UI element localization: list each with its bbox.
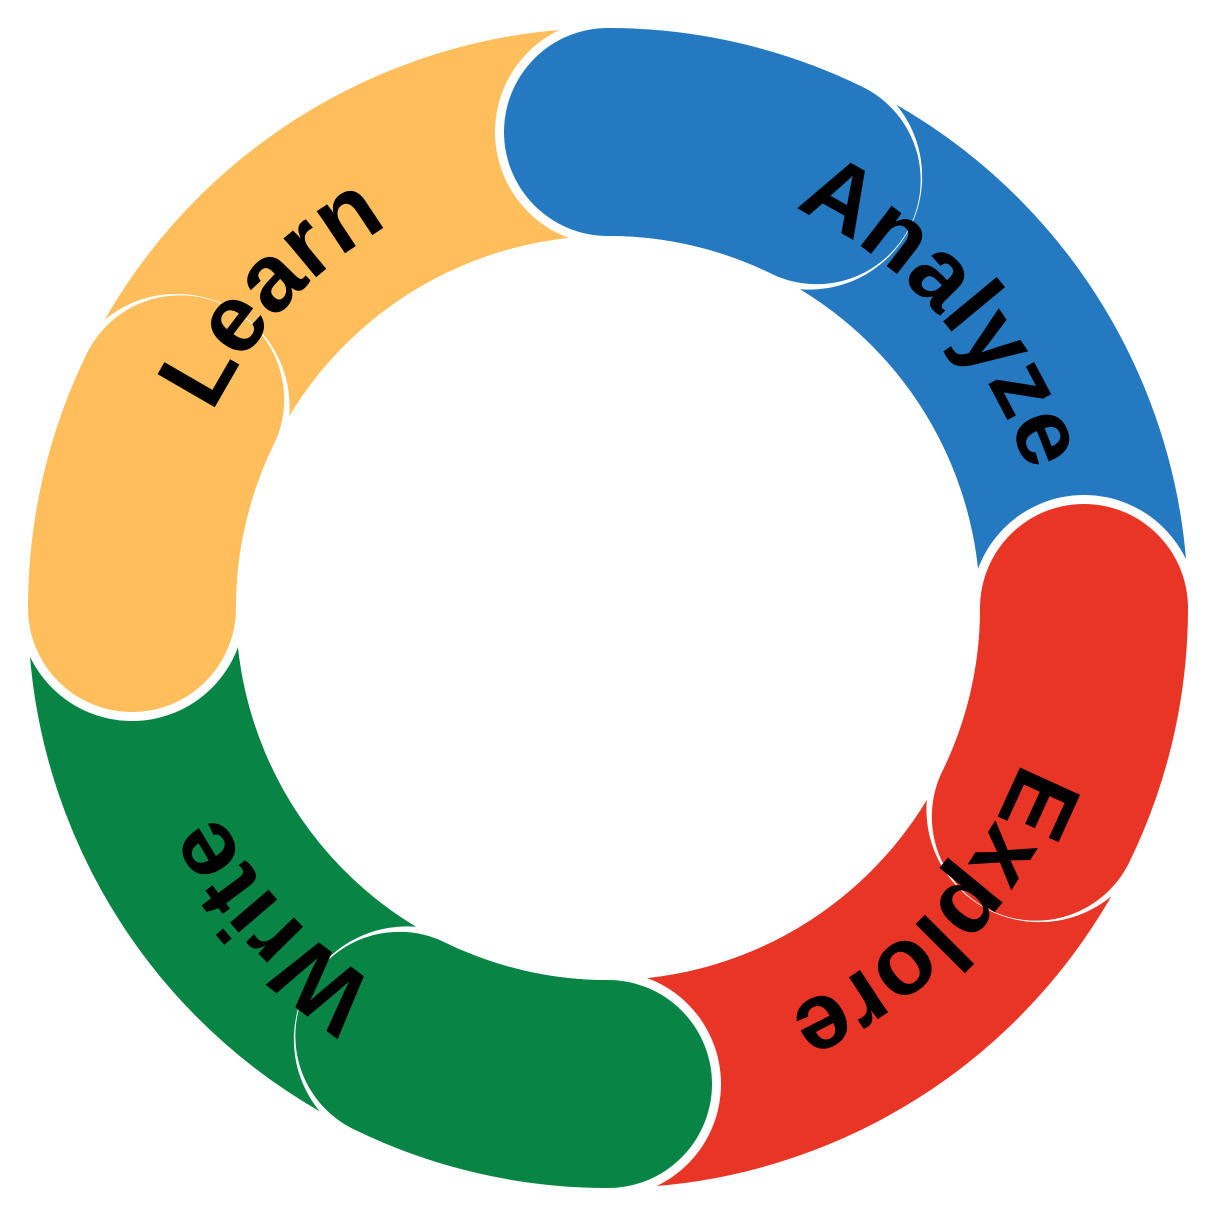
segment-cap-write <box>295 931 712 1188</box>
segment-cap-learn <box>28 295 285 712</box>
ring-center <box>236 236 980 980</box>
segment-cap-analyze <box>504 28 921 285</box>
segment-cap-explore <box>931 504 1188 921</box>
